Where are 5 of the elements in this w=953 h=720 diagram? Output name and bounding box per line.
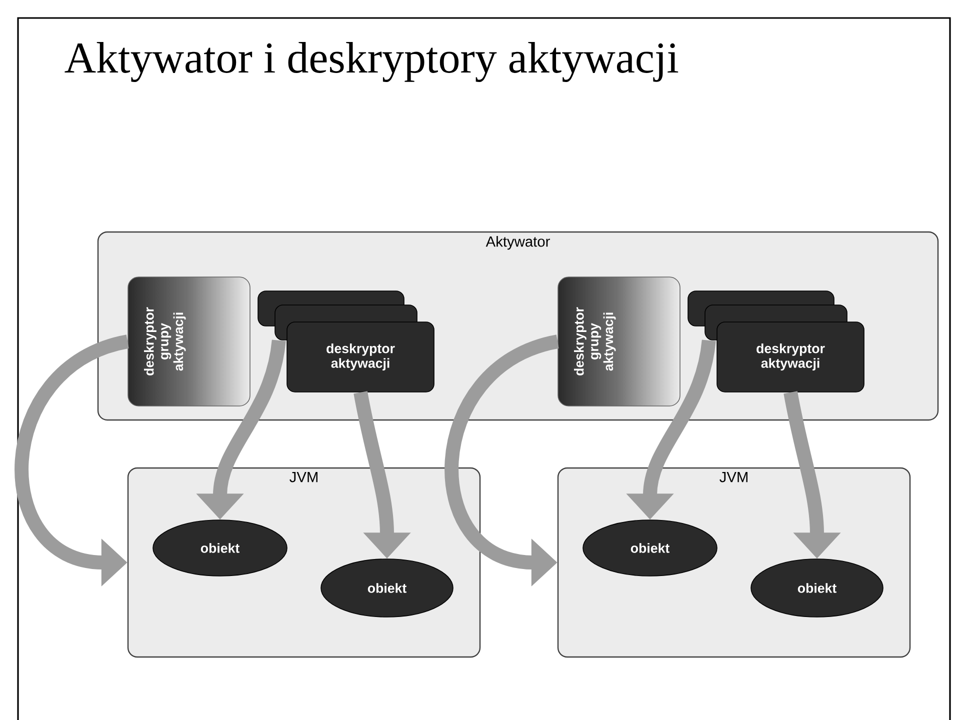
slide-title: Aktywator i deskryptory aktywacji — [64, 42, 678, 82]
group-descriptor-box: deskryptor grupy aktywacji — [558, 276, 680, 406]
group-descriptor-box: deskryptor grupy aktywacji — [128, 276, 250, 406]
descriptor-box: deskryptor aktywacji — [286, 322, 434, 392]
descriptor-box: deskryptor aktywacji — [716, 322, 864, 392]
